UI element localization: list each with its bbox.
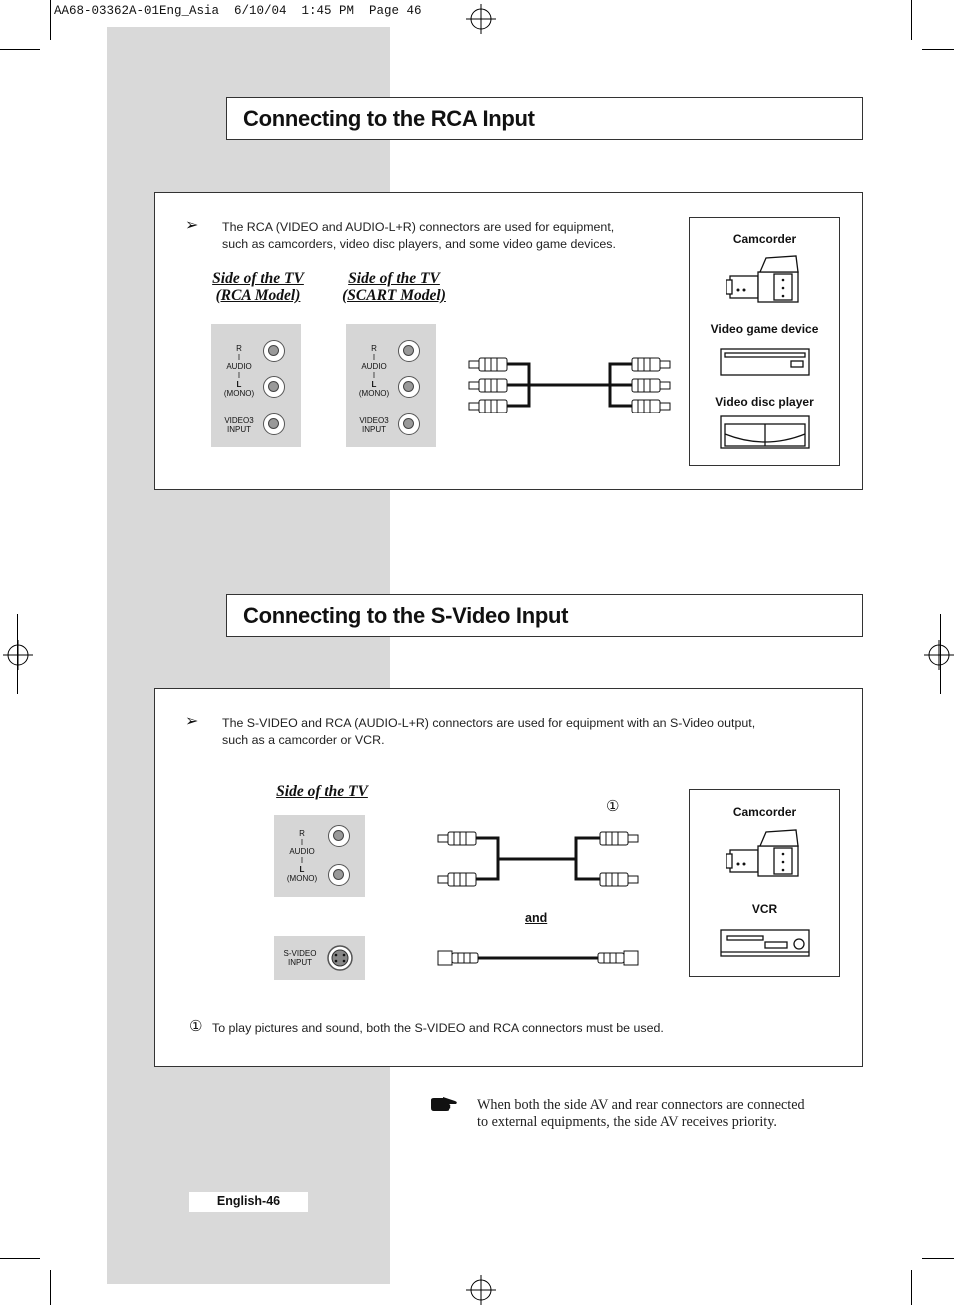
- panel-title-side-tv: Side of the TV: [276, 783, 368, 800]
- camcorder-icon: [726, 829, 799, 877]
- section-box-svideo: ➢ The S-VIDEO and RCA (AUDIO-L+R) connec…: [154, 688, 863, 1067]
- video-game-device-icon: [720, 348, 810, 376]
- video3-input-jack[interactable]: [398, 413, 420, 435]
- section-title-rca: Connecting to the RCA Input: [243, 106, 535, 131]
- device-box-svideo: Camcorder VCR: [689, 789, 840, 977]
- audio-cable-icon: [437, 831, 639, 887]
- camcorder-icon: [726, 255, 799, 303]
- registration-mark-left: [3, 640, 33, 670]
- audio-r-jack[interactable]: [263, 340, 285, 362]
- rca-cable-icon: [468, 357, 671, 413]
- marker-one: ①: [606, 797, 620, 815]
- and-label: and: [525, 911, 548, 925]
- registration-mark-bottom: [466, 1275, 496, 1305]
- section-title-svideo: Connecting to the S-Video Input: [243, 603, 569, 628]
- page-number: English-46: [189, 1192, 308, 1212]
- svideo-input-jack[interactable]: [326, 944, 354, 972]
- note-arrow-icon: ➢: [185, 713, 199, 730]
- video-disc-player-icon: [720, 415, 810, 449]
- note-text-rca: The RCA (VIDEO and AUDIO-L+R) connectors…: [222, 220, 616, 251]
- vcr-icon: [720, 929, 810, 957]
- audio-r-jack[interactable]: [398, 340, 420, 362]
- panel-title-rca-model: Side of the TV (RCA Model): [212, 270, 304, 304]
- section-title-box-svideo: Connecting to the S-Video Input: [226, 594, 863, 637]
- audio-l-jack[interactable]: [263, 376, 285, 398]
- tv-side-panel-svideo: S-VIDEO INPUT: [274, 936, 365, 980]
- section-title-box-rca: Connecting to the RCA Input: [226, 97, 863, 140]
- audio-l-jack[interactable]: [398, 376, 420, 398]
- registration-mark-right: [924, 640, 954, 670]
- device-label-video-disc: Video disc player: [715, 395, 814, 409]
- panel-title-scart-model: Side of the TV (SCART Model): [342, 270, 446, 304]
- device-label-video-game: Video game device: [710, 322, 819, 336]
- pointing-hand-icon: [431, 1097, 457, 1111]
- tip-text: When both the side AV and rear connector…: [477, 1097, 805, 1130]
- print-header: AA68-03362A-01Eng_Asia 6/10/04 1:45 PM P…: [54, 4, 422, 18]
- note-arrow-icon: ➢: [185, 217, 199, 234]
- section-box-rca: ➢ The RCA (VIDEO and AUDIO-L+R) connecto…: [154, 192, 863, 490]
- device-label-vcr: VCR: [751, 902, 778, 916]
- footnote-text: To play pictures and sound, both the S-V…: [212, 1021, 664, 1035]
- svideo-cable-icon: [437, 950, 639, 966]
- registration-mark-top: [466, 4, 496, 34]
- audio-r-jack[interactable]: [328, 825, 350, 847]
- audio-l-jack[interactable]: [328, 864, 350, 886]
- device-box-rca: Camcorder Video game device Video disc p…: [689, 217, 840, 466]
- tv-side-panel-audio: R I AUDIO I L (MONO): [274, 815, 365, 897]
- device-label-camcorder: Camcorder: [732, 805, 797, 819]
- footnote-marker: ①: [189, 1017, 203, 1035]
- tv-side-panel-rca: R I AUDIO I L (MONO) VIDEO3 INPUT: [211, 324, 301, 447]
- video3-input-jack[interactable]: [263, 413, 285, 435]
- tv-side-panel-scart: R I AUDIO I L (MONO) VIDEO3 INPUT: [346, 324, 436, 447]
- note-text-svideo: The S-VIDEO and RCA (AUDIO-L+R) connecto…: [222, 716, 756, 747]
- device-label-camcorder: Camcorder: [732, 232, 797, 246]
